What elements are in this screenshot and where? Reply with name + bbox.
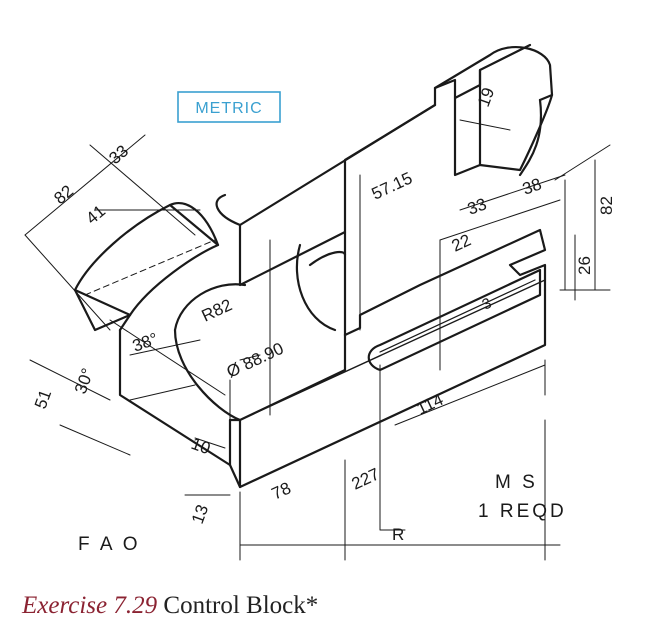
material-note: M S xyxy=(495,472,538,493)
dim-diameter: Ø 88.90 xyxy=(224,339,287,382)
base-block xyxy=(238,279,547,489)
dim-33-right: 33 xyxy=(465,194,489,218)
left-wing xyxy=(73,202,220,332)
metric-box xyxy=(177,91,281,123)
dim-227: 227 xyxy=(349,464,383,493)
dim-41: 41 xyxy=(82,201,109,228)
dim-22: 22 xyxy=(449,230,474,255)
finish-note: F A O xyxy=(78,534,141,555)
caption-title: Control Block* xyxy=(163,592,319,619)
quantity-note: 1 REQD xyxy=(478,501,567,522)
dim-57-15: 57.15 xyxy=(369,168,416,203)
dim-19: 19 xyxy=(474,85,498,109)
dimension-lines xyxy=(24,119,611,561)
dim-51: 51 xyxy=(31,387,55,411)
dim-82-right: 82 xyxy=(597,196,616,215)
dim-r82: R82 xyxy=(199,295,235,325)
dim-r: R xyxy=(392,525,404,544)
dim-82-top: 82 xyxy=(50,181,77,208)
dim-10: 10 xyxy=(189,434,213,458)
isometric-drawing: METRIC 82 33 41 57.15 19 33 38 82 22 26 … xyxy=(24,43,616,561)
top-bar xyxy=(215,43,554,287)
caption-exercise: Exercise 7.29 xyxy=(22,592,158,619)
dim-38: 38 xyxy=(520,174,544,198)
figure-caption: Exercise 7.29 Control Block* xyxy=(22,592,318,620)
dim-26: 26 xyxy=(575,256,594,275)
dim-13: 13 xyxy=(188,502,212,526)
metric-label: METRIC xyxy=(195,100,262,117)
dim-angle-38: 38° xyxy=(130,329,161,356)
dim-78: 78 xyxy=(269,478,294,503)
slot xyxy=(367,268,542,372)
